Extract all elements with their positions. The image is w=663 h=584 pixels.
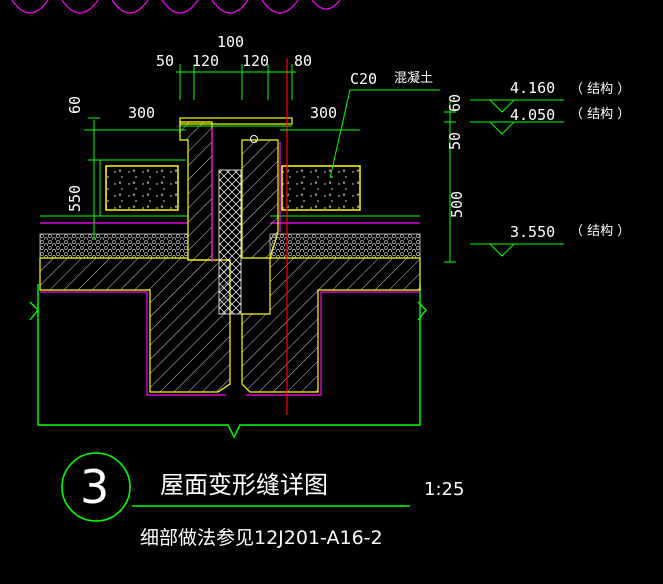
- cover-plate: [179, 117, 293, 125]
- dim-60-right: 60: [446, 94, 464, 112]
- detail-scale: 1:25: [424, 479, 464, 500]
- revision-cloud: [11, 0, 341, 14]
- dim-120-a: 120: [192, 52, 219, 70]
- level-note: （ 结构 ）: [570, 107, 630, 122]
- slab-outline: [29, 284, 427, 439]
- gravel-layer: [39, 233, 189, 259]
- material-name: 混凝土: [394, 70, 433, 86]
- gravel-layer: [269, 233, 421, 259]
- membrane-line: [40, 291, 226, 396]
- structural-slab: [241, 257, 421, 393]
- dim-300-right: 300: [310, 104, 337, 122]
- dim-80: 80: [294, 52, 312, 70]
- structural-slab: [39, 257, 231, 393]
- dim-50: 50: [156, 52, 174, 70]
- level-note: （ 结构 ）: [570, 82, 630, 97]
- level-markers: [470, 99, 564, 257]
- dim-total: 100: [217, 33, 244, 51]
- joint-filler: [218, 169, 242, 315]
- dim-300-left: 300: [128, 104, 155, 122]
- membrane-line: [246, 291, 420, 396]
- top-dimension-chain: [84, 64, 456, 263]
- material-grade: C20: [350, 70, 377, 88]
- level-value: 4.050: [510, 106, 555, 124]
- level-value: 3.550: [510, 223, 555, 241]
- concrete-block: [281, 165, 361, 211]
- dim-550: 550: [66, 185, 84, 212]
- concrete-block: [105, 165, 179, 211]
- upstand-wall: [179, 121, 213, 261]
- block-outline: [99, 159, 186, 216]
- dim-50-right: 50: [446, 132, 464, 150]
- dim-120-b: 120: [242, 52, 269, 70]
- material-leader: [329, 89, 351, 179]
- upstand-wall: [241, 139, 279, 259]
- level-note: （ 结构 ）: [570, 224, 630, 239]
- detail-title: 屋面变形缝详图: [160, 471, 328, 499]
- reference-note: 细部做法参见12J201-A16-2: [140, 527, 383, 549]
- fastener-icon: [250, 135, 258, 143]
- detail-number-circle: [61, 452, 131, 522]
- dim-60-left: 60: [66, 96, 84, 114]
- detail-number: 3: [80, 460, 109, 514]
- level-value: 4.160: [510, 79, 555, 97]
- dim-500: 500: [448, 191, 466, 218]
